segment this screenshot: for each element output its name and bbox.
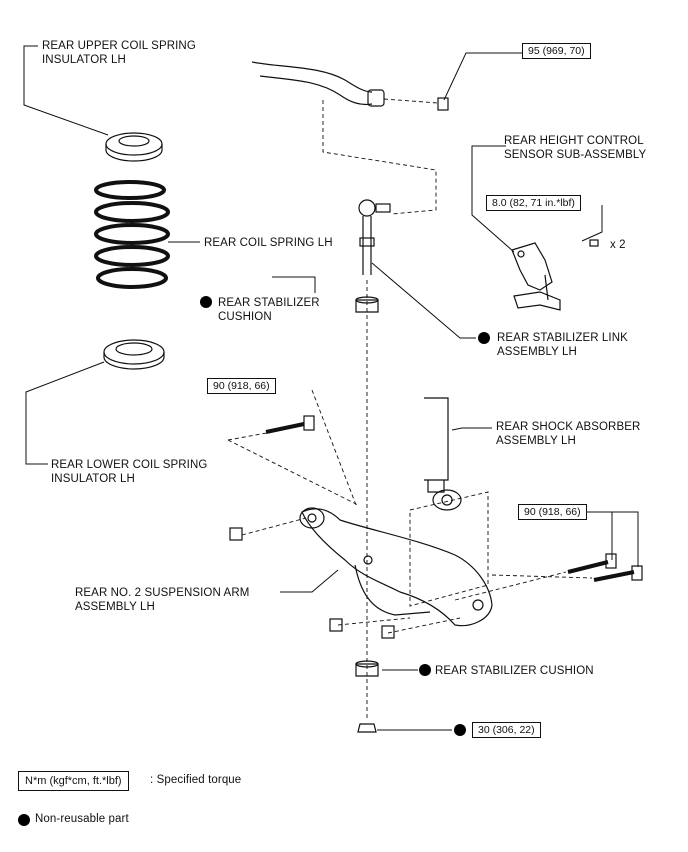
stabilizer-link-part [358,199,391,275]
leader-lines [23,45,639,731]
torque-box-bottom-nut: 30 (306, 22) [472,722,541,738]
non-reusable-marker-bottom-nut [454,724,466,736]
label-stab-link: REAR STABILIZER LINK ASSEMBLY LH [497,332,628,358]
legend-non-reusable-label: Non-reusable part [35,813,129,825]
torque-box-stab-nut: 95 (969, 70) [522,43,591,59]
label-stab-cushion-lower: REAR STABILIZER CUSHION [435,665,594,677]
legend-torque-desc: : Specified torque [150,774,242,786]
assembly-dashed-lines [227,98,593,720]
non-reusable-marker-upper-cushion [200,296,212,308]
label-suspension-arm: REAR NO. 2 SUSPENSION ARM ASSEMBLY LH [75,587,250,613]
bottom-nut-part [357,723,377,733]
stab-cushion-lower-part [355,660,379,677]
torque-box-arm-bolt-right: 90 (918, 66) [518,504,587,520]
label-coil-spring: REAR COIL SPRING LH [204,237,333,249]
coil-spring-part [94,180,170,289]
nuts [229,527,395,639]
legend-non-reusable-marker [18,814,30,826]
upper-insulator-part [105,132,163,162]
shock-absorber-part [424,397,462,511]
label-stab-cushion-upper: REAR STABILIZER CUSHION [218,297,320,323]
non-reusable-marker-stab-link [478,332,490,344]
lower-insulator-part [103,339,165,370]
legend-torque-unit-box: N*m (kgf*cm, ft.*lbf) [18,771,129,791]
label-lower-insulator: REAR LOWER COIL SPRING INSULATOR LH [51,459,208,485]
label-upper-insulator: REAR UPPER COIL SPRING INSULATOR LH [42,40,196,66]
non-reusable-marker-lower-cushion [419,664,431,676]
arm-bolts-right-part [567,553,643,582]
label-height-sensor: REAR HEIGHT CONTROL SENSOR SUB-ASSEMBLY [504,135,647,161]
torque-box-sensor-bolt: 8.0 (82, 71 in.*lbf) [486,195,581,211]
torque-box-arm-bolt-left: 90 (918, 66) [207,378,276,394]
arm-bolt-left-part [265,415,315,434]
label-shock-absorber: REAR SHOCK ABSORBER ASSEMBLY LH [496,421,641,447]
height-sensor-part [511,239,599,311]
quantity-label: x 2 [610,239,626,251]
stabilizer-bar-part [251,61,449,111]
stab-cushion-upper-part [355,296,379,313]
suspension-arm-part [299,507,493,627]
